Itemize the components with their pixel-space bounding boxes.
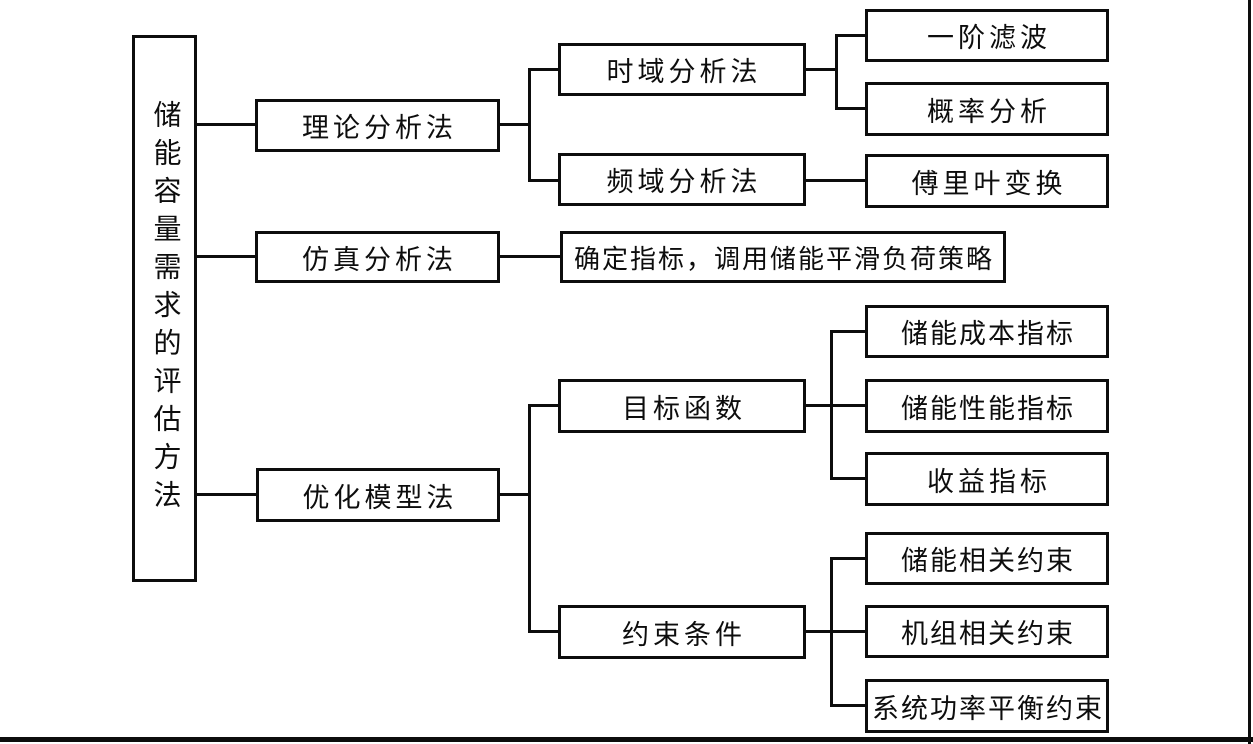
connector-line bbox=[528, 404, 558, 407]
connector-line bbox=[806, 630, 830, 633]
page-bottom-border bbox=[0, 737, 1253, 742]
connector-line bbox=[830, 404, 865, 407]
connector-line bbox=[830, 557, 865, 560]
node-storage-performance-index: 储能性能指标 bbox=[865, 379, 1109, 433]
node-unit-related-constraints: 机组相关约束 bbox=[865, 605, 1109, 658]
connector-line bbox=[528, 68, 558, 71]
node-storage-cost-index: 储能成本指标 bbox=[865, 305, 1109, 358]
node-storage-related-constraints: 储能相关约束 bbox=[865, 532, 1109, 585]
page-right-border bbox=[1248, 0, 1251, 744]
node-fourier-transform: 傅里叶变换 bbox=[865, 154, 1109, 208]
connector-line bbox=[528, 68, 531, 182]
node-root-evaluation-methods: 储能容量需求的评估方法 bbox=[132, 35, 197, 582]
connector-line bbox=[830, 477, 865, 480]
node-time-domain-analysis: 时域分析法 bbox=[558, 43, 806, 96]
connector-line bbox=[830, 704, 865, 707]
connector-line bbox=[500, 255, 560, 258]
node-theoretical-analysis: 理论分析法 bbox=[255, 99, 500, 152]
node-first-order-filter: 一阶滤波 bbox=[865, 9, 1109, 62]
node-revenue-index: 收益指标 bbox=[865, 452, 1109, 506]
connector-line bbox=[806, 68, 835, 71]
connector-line bbox=[197, 123, 255, 126]
connector-line bbox=[835, 34, 838, 110]
connector-line bbox=[806, 179, 865, 182]
node-system-power-balance-constraint: 系统功率平衡约束 bbox=[865, 679, 1109, 733]
node-constraint-conditions: 约束条件 bbox=[558, 605, 806, 659]
node-optimization-model: 优化模型法 bbox=[256, 468, 500, 522]
connector-line bbox=[528, 630, 558, 633]
connector-line bbox=[835, 107, 865, 110]
connector-line bbox=[197, 255, 255, 258]
connector-line bbox=[528, 404, 531, 633]
node-simulation-strategy: 确定指标，调用储能平滑负荷策略 bbox=[560, 231, 1006, 283]
connector-line bbox=[830, 630, 865, 633]
connector-line bbox=[500, 123, 528, 126]
connector-line bbox=[830, 330, 865, 333]
node-probability-analysis: 概率分析 bbox=[865, 82, 1109, 136]
connector-line bbox=[528, 179, 558, 182]
connector-line bbox=[806, 404, 830, 407]
node-objective-function: 目标函数 bbox=[558, 379, 806, 433]
node-simulation-analysis: 仿真分析法 bbox=[255, 231, 500, 283]
connector-line bbox=[500, 493, 528, 496]
node-frequency-domain-analysis: 频域分析法 bbox=[558, 153, 806, 206]
connector-line bbox=[197, 493, 256, 496]
connector-line bbox=[835, 34, 865, 37]
